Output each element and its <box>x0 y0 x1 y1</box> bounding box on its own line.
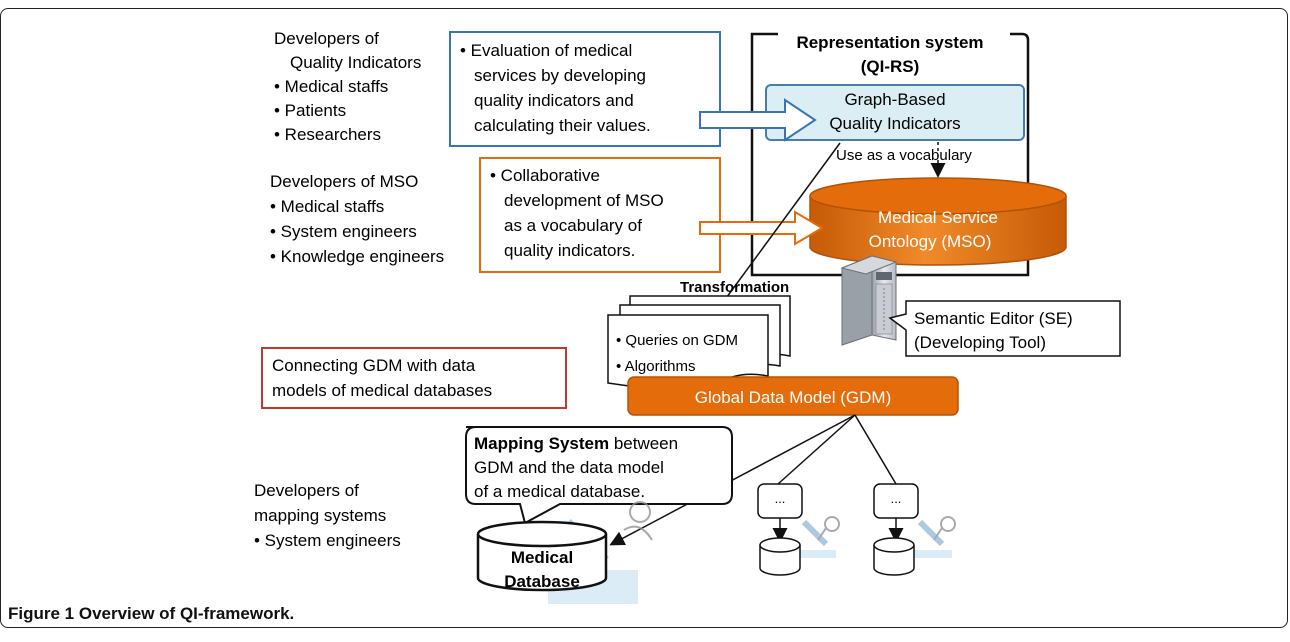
small-box-3: ... <box>873 483 919 543</box>
developers-mso-group: Developers of MSO • Medical staffs • Sys… <box>270 172 444 266</box>
gdm-connections <box>609 414 897 546</box>
database-icon-2 <box>759 537 801 576</box>
representation-system-title-1: Representation system <box>796 33 983 52</box>
medical-database-line: Database <box>504 572 580 591</box>
use-as-vocabulary-label: Use as a vocabulary <box>836 147 972 164</box>
collaborative-line: • Collaborative <box>490 166 600 185</box>
database-icon-3 <box>873 537 915 576</box>
gdm-to-medical-db-line <box>609 414 856 546</box>
semantic-editor-line: (Developing Tool) <box>914 333 1046 352</box>
gdm-to-db2-line <box>777 414 856 485</box>
collaborative-line: development of MSO <box>504 191 664 210</box>
evaluation-line: calculating their values. <box>474 116 651 135</box>
graph-based-qi-box: Graph-Based Quality Indicators <box>765 84 1025 141</box>
gdm-box-bg <box>627 376 959 416</box>
queries-line: • Queries on GDM <box>616 332 738 349</box>
medical-database-body <box>476 534 608 592</box>
small-box-2: ... <box>757 483 803 543</box>
graph-based-qi-line: Graph-Based <box>844 90 945 109</box>
evaluation-line: services by developing <box>474 66 646 85</box>
transformation-arrow <box>708 142 841 323</box>
developers-mso-item: • Knowledge engineers <box>270 247 444 266</box>
connecting-line: models of medical databases <box>272 381 492 400</box>
mso-cylinder-top <box>809 177 1067 215</box>
collaborative-arrow <box>699 210 824 246</box>
developers-mapping-title-2: mapping systems <box>254 506 386 525</box>
representation-system-title-2: (QI-RS) <box>861 57 920 76</box>
mapping-system-line: of a medical database. <box>474 482 645 501</box>
connecting-box: Connecting GDM with data models of medic… <box>261 347 567 409</box>
developers-qi-item: • Medical staffs <box>274 77 388 96</box>
small-box-label: ... <box>775 491 786 506</box>
developers-qi-title-2: Quality Indicators <box>290 53 421 72</box>
medical-equipment-icon <box>912 516 956 558</box>
developers-qi-group: Developers of Quality Indicators • Medic… <box>274 29 421 144</box>
gdm-label: Global Data Model (GDM) <box>695 388 892 407</box>
evaluation-line: quality indicators and <box>474 91 634 110</box>
figure-caption: Figure 1 Overview of QI-framework. <box>8 604 295 623</box>
mapping-system-line: GDM and the data model <box>474 458 664 477</box>
gdm-to-db3-line <box>854 414 897 485</box>
graph-based-qi-line: Quality Indicators <box>829 114 960 133</box>
mso-line: Ontology (MSO) <box>869 232 992 251</box>
gdm-box: Global Data Model (GDM) <box>627 376 959 416</box>
collaborative-line: quality indicators. <box>504 241 635 260</box>
developers-mso-title: Developers of MSO <box>270 172 418 191</box>
medical-database-top <box>476 520 608 548</box>
figure-frame <box>0 8 1288 628</box>
developers-mapping-item: • System engineers <box>254 531 401 550</box>
mso-cylinder: Medical Service Ontology (MSO) <box>809 177 1067 266</box>
transformation-label: Transformation <box>680 279 789 296</box>
developers-mapping-title-1: Developers of <box>254 481 359 500</box>
evaluation-arrow <box>699 98 817 142</box>
developers-qi-item: • Patients <box>274 101 346 120</box>
evaluation-box-border <box>449 31 721 147</box>
semantic-editor-line: Semantic Editor (SE) <box>914 309 1073 328</box>
collaborative-box: • Collaborative development of MSO as a … <box>479 157 721 273</box>
medical-database-line: Medical <box>511 548 573 567</box>
representation-system: Representation system (QI-RS) <box>750 32 1030 277</box>
connecting-box-border <box>261 347 567 409</box>
collaborative-box-border <box>479 157 721 273</box>
evaluation-line: • Evaluation of medical <box>460 41 632 60</box>
mso-cylinder-body <box>809 196 1067 266</box>
medical-equipment-icon <box>796 516 840 558</box>
server-icon <box>840 255 898 346</box>
evaluation-box: • Evaluation of medical services by deve… <box>449 31 721 147</box>
developers-mapping-group: Developers of mapping systems • System e… <box>254 481 401 550</box>
connecting-line: Connecting GDM with data <box>272 356 476 375</box>
mapping-system-callout: Mapping System between GDM and the data … <box>465 426 733 525</box>
developers-qi-item: • Researchers <box>274 125 381 144</box>
collaborative-line: as a vocabulary of <box>504 216 642 235</box>
small-box-label: ... <box>891 491 902 506</box>
developers-qi-title-1: Developers of <box>274 29 379 48</box>
queries-line: • Algorithms <box>616 358 695 375</box>
mso-line: Medical Service <box>878 208 998 227</box>
semantic-editor-callout: Semantic Editor (SE) (Developing Tool) <box>888 300 1121 357</box>
queries-document-stack: • Queries on GDM • Algorithms <box>607 295 791 390</box>
developers-mso-item: • System engineers <box>270 222 417 241</box>
mapping-system-line1: Mapping System between <box>474 434 678 453</box>
developers-mso-item: • Medical staffs <box>270 197 384 216</box>
semantic-editor-border <box>888 300 1121 357</box>
medical-database-cylinder: Medical Database <box>476 520 608 592</box>
